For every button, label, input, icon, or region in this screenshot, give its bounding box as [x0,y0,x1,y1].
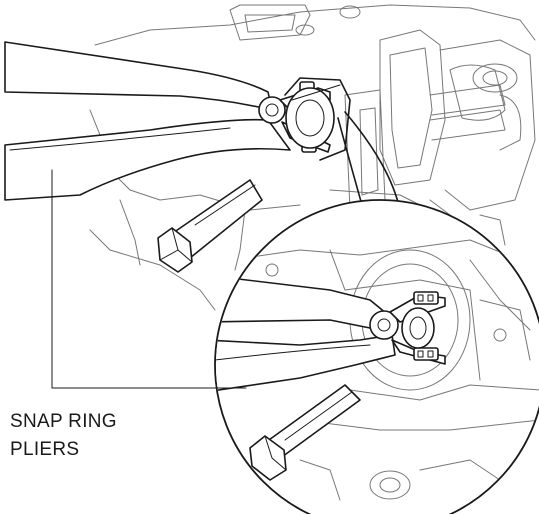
callout-leader-line [51,169,247,389]
bolt-main [157,179,263,273]
callout-label-line2: PLIERS [10,439,80,460]
callout-label-line1: SNAP RING [10,411,117,432]
zoom-detail [214,199,539,514]
snap-ring-pliers-main [4,41,351,201]
